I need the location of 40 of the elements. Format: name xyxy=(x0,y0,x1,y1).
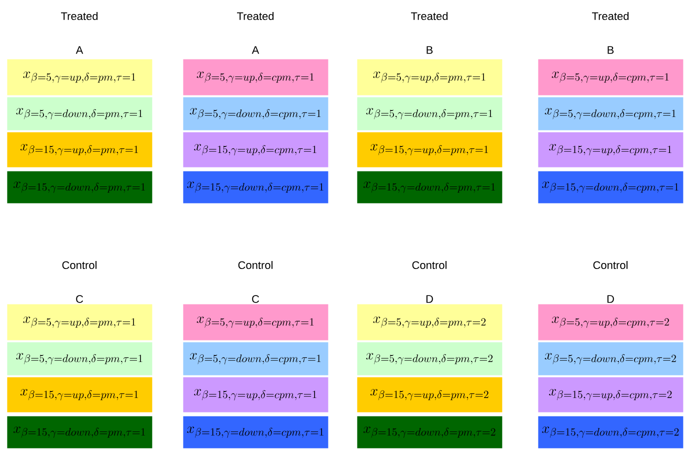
formula-box: $x_{\beta=15,\gamma=down,\delta=cpm,\tau=1}$ xyxy=(538,171,684,204)
formula-box: $x_{\beta=15,\gamma=up,\delta=cpm,\tau=1}$ xyxy=(538,132,684,168)
group-heading: Treated xyxy=(592,12,629,20)
formula-box: $x_{\beta=15,\gamma=up,\delta=pm,\tau=1}$ xyxy=(7,377,152,412)
group-heading: Control xyxy=(238,260,272,270)
formula-box: $x_{\beta=5,\gamma=down,\delta=cpm,\tau=1}$ xyxy=(183,342,328,376)
formula-box: $x_{\beta=5,\gamma=up,\delta=pm,\tau=1}$ xyxy=(7,59,152,96)
formula-box: $x_{\beta=15,\gamma=down,\delta=pm,\tau=1}$ xyxy=(7,171,152,204)
formula-box: $x_{\beta=15,\gamma=down,\delta=cpm,\tau=1}$ xyxy=(183,171,328,204)
formula-box: $x_{\beta=5,\gamma=down,\delta=cpm,\tau=1}$ xyxy=(183,97,328,130)
group-heading: Treated xyxy=(237,12,274,20)
formula-box: $x_{\beta=5,\gamma=down,\delta=pm,\tau=1}$ xyxy=(7,97,152,130)
group-heading: Treated xyxy=(61,12,98,20)
formula-box: $x_{\beta=15,\gamma=down,\delta=cpm,\tau=1}$ xyxy=(183,416,328,448)
formula-box: $x_{\beta=5,\gamma=up,\delta=cpm,\tau=1}$ xyxy=(538,59,684,96)
formula-box: $x_{\beta=15,\gamma=up,\delta=pm,\tau=1}$ xyxy=(357,132,502,168)
group-heading: Control xyxy=(412,260,446,270)
formula-box: $x_{\beta=5,\gamma=up,\delta=cpm,\tau=1}$ xyxy=(183,304,328,340)
formula-box: $x_{\beta=5,\gamma=up,\delta=pm,\tau=1}$ xyxy=(7,304,152,340)
formula-box: $x_{\beta=5,\gamma=down,\delta=pm,\tau=2}$ xyxy=(357,342,502,376)
formula-box: $x_{\beta=15,\gamma=up,\delta=pm,\tau=1}$ xyxy=(7,132,152,168)
formula-box: $x_{\beta=15,\gamma=up,\delta=cpm,\tau=2}$ xyxy=(538,377,684,412)
formula-box: $x_{\beta=15,\gamma=down,\delta=cpm,\tau=2}$ xyxy=(538,416,684,448)
formula-box: $x_{\beta=15,\gamma=up,\delta=cpm,\tau=1}$ xyxy=(183,377,328,412)
group-heading: Control xyxy=(593,260,628,270)
formula-box: $x_{\beta=5,\gamma=down,\delta=pm,\tau=1}$ xyxy=(357,97,502,130)
formula-box: $x_{\beta=5,\gamma=up,\delta=pm,\tau=1}$ xyxy=(357,59,502,96)
formula-box: $x_{\beta=15,\gamma=up,\delta=pm,\tau=2}$ xyxy=(357,377,502,412)
formula-box: $x_{\beta=5,\gamma=up,\delta=cpm,\tau=2}$ xyxy=(538,304,684,340)
formula-box: $x_{\beta=5,\gamma=down,\delta=cpm,\tau=1}$ xyxy=(538,97,684,130)
formula-box: $x_{\beta=15,\gamma=down,\delta=pm,\tau=2}$ xyxy=(357,416,502,448)
group-heading: Control xyxy=(62,260,96,270)
formula-box: $x_{\beta=5,\gamma=up,\delta=pm,\tau=2}$ xyxy=(357,304,502,340)
formula-box: $x_{\beta=15,\gamma=down,\delta=pm,\tau=1}$ xyxy=(7,416,152,448)
formula-box: $x_{\beta=5,\gamma=up,\delta=cpm,\tau=1}$ xyxy=(183,59,328,96)
formula-box: $x_{\beta=5,\gamma=down,\delta=cpm,\tau=2}$ xyxy=(538,342,684,376)
formula-box: $x_{\beta=15,\gamma=down,\delta=pm,\tau=1}$ xyxy=(357,171,502,204)
formula-box: $x_{\beta=15,\gamma=up,\delta=cpm,\tau=1}$ xyxy=(183,132,328,168)
group-heading: Treated xyxy=(411,12,448,20)
formula-box: $x_{\beta=5,\gamma=down,\delta=pm,\tau=1}$ xyxy=(7,342,152,376)
